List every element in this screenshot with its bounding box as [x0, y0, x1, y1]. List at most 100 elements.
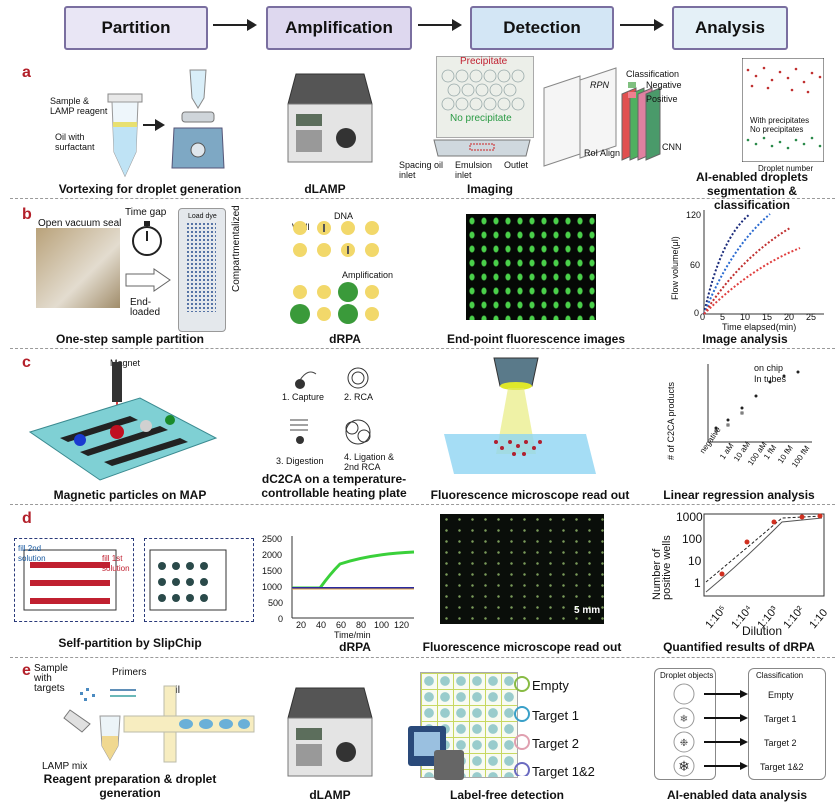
rpn-label: RPN	[590, 80, 610, 90]
caption-c2: dC2CA on a temperature-controllable heat…	[261, 472, 407, 500]
microscope-readout-c	[444, 357, 596, 474]
slipchip-panel-2	[144, 538, 254, 622]
svg-text:❄: ❄	[678, 759, 690, 775]
caption-d2: dRPA	[339, 640, 371, 654]
precipitate-label: Precipitate	[460, 56, 508, 67]
digestion-label: 3. Digestion	[276, 456, 324, 466]
c2ca-chart	[707, 364, 812, 443]
flow-xlabel: Time elapsed(min)	[722, 322, 797, 332]
drpa-xtick-4: 100	[374, 620, 390, 630]
in-tubes-label: In tubes	[754, 374, 787, 384]
stage-analysis: Analysis	[672, 6, 788, 50]
drpa-xlabel: Time/min	[334, 630, 371, 640]
tube-illustration	[107, 93, 143, 178]
droplet-objects-panel	[654, 668, 716, 780]
drpa-ytick-4: 2000	[262, 550, 283, 560]
class-target12: Target 1&2	[760, 762, 804, 772]
caption-e2: dLAMP	[309, 788, 351, 802]
rca-label: 2. RCA	[344, 392, 374, 402]
cnn-diagram	[543, 67, 661, 167]
map-device	[28, 362, 218, 481]
end-loaded-label: End-loaded	[130, 297, 161, 318]
chip-device	[433, 139, 531, 157]
load-dye-label: Load dye	[188, 213, 217, 220]
compartmentalized-label: Compartmentalized	[231, 205, 242, 292]
flow-ytick-3: 60	[690, 260, 701, 270]
drpa-ytick-5: 2500	[262, 534, 283, 544]
droplet-number-label: Droplet number	[758, 164, 814, 173]
fill1-label: fill 1st solution	[102, 554, 130, 573]
drpa-xtick-5: 120	[394, 620, 410, 630]
caption-c4: Linear regression analysis	[663, 488, 815, 502]
drpa-curve-chart	[291, 536, 415, 619]
vortex-arrow	[143, 120, 165, 130]
emulsion-label: Emulsion inlet	[455, 160, 493, 180]
sample-label: Sample & LAMP reagent	[50, 96, 108, 116]
droplets-pattern	[441, 69, 525, 111]
droplet-objects-label: Droplet objects	[660, 671, 714, 680]
spacing-label: Spacing oil inlet	[399, 160, 444, 180]
oil-label: Oil with surfactant	[55, 132, 95, 152]
amplification-label: Amplification	[342, 270, 394, 280]
dilution-ylabel: Number of positive wells	[651, 535, 673, 600]
class-empty: Empty	[768, 690, 794, 700]
svg-text:❉: ❉	[680, 738, 688, 749]
flow-xtick-4: 20	[784, 312, 795, 322]
dlamp-machine-e	[287, 687, 373, 777]
c2ca-steps	[290, 367, 371, 445]
flow-volume-chart	[703, 210, 824, 315]
flow-xtick-2: 10	[740, 312, 751, 322]
separator-2	[10, 348, 835, 349]
legend-target2: Target 2	[532, 736, 579, 751]
class-target1: Target 1	[764, 714, 797, 724]
classification-e-label: Classification	[756, 671, 804, 680]
caption-b2: dRPA	[329, 332, 361, 346]
caption-a4: AI-enabled droplets segmentation & class…	[695, 170, 808, 212]
separator-3	[10, 504, 835, 505]
intensity-scatter	[742, 58, 824, 162]
row-label-a: a	[22, 64, 31, 81]
flow-ylabel: Flow volume(μl)	[670, 236, 680, 300]
drpa-xtick-3: 80	[356, 620, 367, 630]
row-label-e: e	[22, 662, 31, 679]
flow-arrow	[125, 268, 171, 292]
wells-before	[293, 221, 379, 257]
caption-e4: AI-enabled data analysis	[666, 788, 808, 802]
stopwatch-icon	[132, 221, 162, 256]
fluorescence-image-d	[440, 514, 604, 624]
dil-ytick-0: 1	[694, 576, 701, 590]
caption-b4: Image analysis	[702, 332, 788, 346]
dil-ytick-2: 100	[682, 532, 703, 546]
caption-e3: Label-free detection	[449, 788, 565, 802]
caption-b3: End-point fluorescence images	[446, 332, 626, 346]
dil-ytick-3: 1000	[676, 510, 703, 524]
drpa-xtick-1: 40	[316, 620, 327, 630]
no-precip-label: No precipitates	[750, 125, 804, 134]
stage-detection: Detection	[470, 6, 614, 50]
fluorescence-image-b	[466, 214, 596, 320]
caption-a2: dLAMP	[304, 182, 346, 196]
caption-b1: One-step sample partition	[55, 332, 205, 346]
caption-d4: Quantified results of dRPA	[663, 640, 815, 654]
legend-circles	[514, 676, 530, 776]
classification-panel	[748, 668, 826, 780]
slipchip-panel-1	[14, 538, 134, 622]
roi-label: RoI Align	[584, 148, 621, 158]
dlamp-machine	[287, 73, 373, 163]
positive-label: Positive	[646, 94, 678, 104]
classification-label: Classification	[626, 69, 680, 79]
legend-empty: Empty	[532, 678, 569, 693]
drpa-ytick-1: 500	[268, 598, 284, 608]
stage-partition: Partition	[64, 6, 208, 50]
vacuum-photo	[36, 228, 120, 308]
drpa-ytick-2: 1000	[262, 582, 283, 592]
separator-4	[10, 657, 835, 658]
no-precipitate-label: No precipitate	[450, 113, 512, 124]
lamp-mix-label: LAMP mix	[42, 761, 88, 772]
outlet-label: Outlet	[504, 160, 529, 170]
sample-targets-label: Sample with targets	[34, 663, 68, 694]
vacuum-label: Open vacuum seal	[38, 218, 122, 229]
dil-xtick-4: 1:10	[807, 606, 831, 632]
scale-bar-label: 5 mm	[574, 605, 601, 616]
negative-label: Negative	[646, 80, 682, 90]
